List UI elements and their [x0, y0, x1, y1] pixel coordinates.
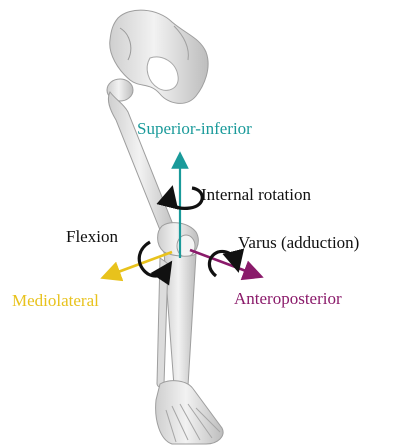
internal-rotation-label: Internal rotation — [201, 186, 311, 203]
varus-arrow — [209, 251, 236, 276]
internal-rotation-arrow — [170, 188, 203, 208]
anteroposterior-axis-arrow — [190, 250, 254, 274]
superior-inferior-label: Superior-inferior — [137, 120, 252, 137]
femur — [107, 79, 198, 258]
anteroposterior-label: Anteroposterior — [234, 290, 342, 307]
flexion-label: Flexion — [66, 228, 118, 245]
foot-bones — [156, 381, 223, 444]
mediolateral-label: Mediolateral — [12, 292, 99, 309]
varus-label: Varus (adduction) — [238, 234, 359, 251]
